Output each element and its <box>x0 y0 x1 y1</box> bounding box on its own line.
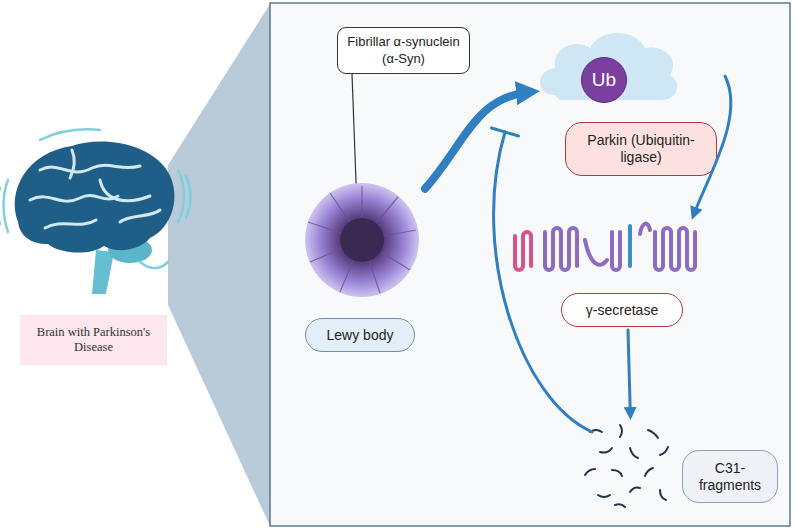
brain-illustration <box>0 129 191 294</box>
brain-label-box: Brain with Parkinson's Disease <box>20 315 167 365</box>
flow-arrow <box>425 92 530 189</box>
gamma-secretase-protein <box>515 224 695 270</box>
c31-fragments-node: C31-fragments <box>575 415 780 507</box>
parkin-node: Parkin (Ubiquitin-ligase) Ub <box>530 20 725 180</box>
node-label: Ub <box>592 69 616 91</box>
gamma-secretase-node: γ-secretase <box>505 215 710 330</box>
panel-frame <box>270 3 790 526</box>
zoom-wedge <box>168 4 270 526</box>
node-label-pill: Lewy body <box>305 318 415 352</box>
node-label: Brain with Parkinson's Disease <box>28 325 159 355</box>
callout-box: Fibrillar α-synuclein (α-Syn) <box>337 27 470 74</box>
flow-arrow <box>628 330 630 415</box>
lewy-body-illustration <box>305 183 419 297</box>
c31-fragments-illustration <box>585 425 668 507</box>
lewy-body-node: Lewy body <box>300 180 425 355</box>
ubiquitin-circle: Ub <box>581 57 627 103</box>
node-label-pill: Parkin (Ubiquitin-ligase) <box>565 122 717 176</box>
node-label-pill: γ-secretase <box>561 293 683 327</box>
flow-arrow <box>694 76 731 215</box>
node-label-pill: C31-fragments <box>682 450 778 503</box>
node-label: Fibrillar α-synuclein (α-Syn) <box>344 34 463 67</box>
